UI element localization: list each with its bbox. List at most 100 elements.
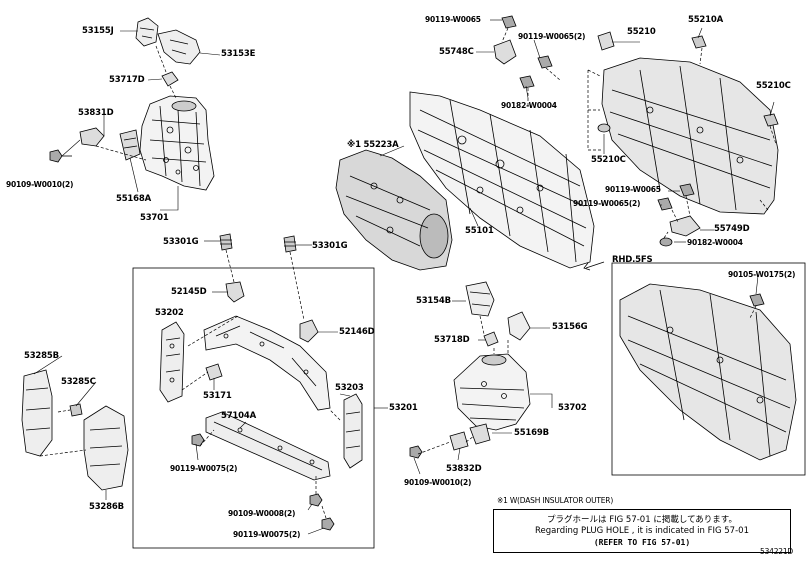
- part-label-90182-top: 90182-W0004: [501, 101, 557, 110]
- part-label-55101: 55101: [465, 226, 494, 236]
- part-label-90119-0065-top: 90119-W0065: [425, 15, 481, 24]
- part-label-55210: 55210: [627, 27, 656, 37]
- bracket-55169b: [469, 423, 491, 445]
- clip-55210c-bottom: [597, 123, 611, 133]
- note-line-english: Regarding PLUG HOLE , it is indicated in…: [535, 526, 749, 536]
- bracket-53832d: [449, 431, 469, 451]
- part-label-53701: 53701: [140, 213, 169, 223]
- part-label-55168a: 55168A: [116, 194, 151, 204]
- apron-53702: [453, 353, 531, 431]
- part-label-55210a: 55210A: [688, 15, 723, 25]
- part-label-53702: 53702: [558, 403, 587, 413]
- part-label-53285b: 53285B: [24, 351, 59, 361]
- bracket-53831d: [79, 127, 105, 147]
- nut-90105: [749, 293, 765, 307]
- nut-90119-0065-2-mid: [657, 197, 673, 211]
- bracket-55168a: [119, 129, 141, 161]
- bracket-52146d: [299, 319, 319, 343]
- part-label-90119-0075-b: 90119-W0075(2): [233, 530, 301, 539]
- clip-53718d: [483, 331, 499, 347]
- rhd-arrowhead: [583, 262, 591, 271]
- bracket-53171: [205, 363, 223, 381]
- panel-53285b: [21, 369, 53, 457]
- part-label-90109-right: 90109-W0010(2): [404, 478, 472, 487]
- part-label-55749d: 55749D: [714, 224, 750, 234]
- part-label-53285c: 53285C: [61, 377, 96, 387]
- bracket-53155j: [135, 17, 159, 47]
- bolt-90119-a: [191, 433, 205, 447]
- part-label-55210c-right: 55210C: [756, 81, 791, 91]
- part-label-53202: 53202: [155, 308, 184, 318]
- part-label-90119-0075-a: 90119-W0075(2): [170, 464, 238, 473]
- part-label-53153e: 53153E: [221, 49, 256, 59]
- part-label-53156g: 53156G: [552, 322, 588, 332]
- part-label-53154b: 53154B: [416, 296, 451, 306]
- bolt-90119-b: [321, 517, 335, 531]
- part-label-53203: 53203: [335, 383, 364, 393]
- nut-90182-mid: [659, 237, 673, 247]
- clip-53717d: [161, 71, 179, 87]
- insulator-55223a: [335, 149, 453, 271]
- part-label-53301g-b: 53301G: [312, 241, 348, 251]
- bolt-90109-0008: [309, 493, 323, 507]
- nut-90119-0065-top: [501, 15, 517, 29]
- part-label-53201: 53201: [389, 403, 418, 413]
- part-label-90105: 90105-W0175(2): [728, 270, 796, 279]
- part-label-90119-0065-2-mid: 90119-W0065(2): [573, 199, 641, 208]
- part-label-53832d: 53832D: [446, 464, 482, 474]
- part-label-55210c-bottom: 55210C: [591, 155, 626, 165]
- leader-lines: [33, 19, 775, 535]
- nut-90119-0065-mid: [679, 183, 695, 197]
- note-box: プラグホールは FIG 57-01 に掲載してあります。 Regarding P…: [493, 509, 791, 553]
- rhd-arrow: [585, 261, 605, 269]
- crossmember-57104a: [205, 411, 331, 481]
- apron-53701: [139, 95, 215, 191]
- rail-upper: [203, 315, 331, 411]
- part-label-90119-0065-mid: 90119-W0065: [605, 185, 661, 194]
- part-label-53301g-a: 53301G: [163, 237, 199, 247]
- part-label-55748c: 55748C: [439, 47, 474, 57]
- dashed-lines: [39, 27, 777, 519]
- part-label-rhd: RHD.5FS: [612, 255, 653, 265]
- figure-code: 534221D: [760, 547, 794, 556]
- support-53203: [343, 393, 363, 469]
- dash-panel-55101: [409, 91, 595, 269]
- clip-53301g-a: [219, 233, 233, 251]
- bracket-55210-top: [597, 31, 615, 51]
- part-label-90109-0008: 90109-W0008(2): [228, 509, 296, 518]
- bracket-53154b: [465, 281, 495, 317]
- panel-53286b: [83, 405, 129, 491]
- clip-55210a: [691, 35, 707, 49]
- bracket-53156g: [507, 311, 531, 341]
- part-label-90109-left: 90109-W0010(2): [6, 180, 74, 189]
- note-line-reference: (REFER TO FIG 57-01): [593, 538, 691, 547]
- rhd-box: [611, 262, 806, 476]
- clip-53285c: [69, 403, 83, 417]
- part-label-53286b: 53286B: [89, 502, 124, 512]
- support-53202: [159, 321, 185, 403]
- note-line-japanese: プラグホールは FIG 57-01 に掲載してあります。: [547, 515, 737, 525]
- bolt-90109-left: [49, 149, 72, 163]
- part-label-53171: 53171: [203, 391, 232, 401]
- clip-53301g-b: [283, 235, 297, 253]
- note-heading: ※1 W(DASH INSULATOR OUTER): [497, 496, 614, 505]
- part-label-53155j: 53155J: [82, 26, 114, 36]
- silencer-rhd: [619, 283, 797, 461]
- part-label-55169b: 55169B: [514, 428, 549, 438]
- bolt-90109-right: [409, 445, 423, 459]
- part-label-53831d: 53831D: [78, 108, 114, 118]
- part-label-52146d: 52146D: [339, 327, 375, 337]
- bracket-53153e: [157, 29, 201, 65]
- nut-90182-top: [519, 75, 535, 89]
- bracket-55748c: [493, 39, 517, 65]
- bracket-52145d: [225, 281, 245, 303]
- part-label-53717d: 53717D: [109, 75, 145, 85]
- part-label-90119-0065-2-top: 90119-W0065(2): [518, 32, 586, 41]
- part-label-90182-mid: 90182-W0004: [687, 238, 743, 247]
- part-label-55223a: ※1 55223A: [347, 140, 399, 150]
- bracket-55749d: [669, 215, 701, 237]
- silencer-55210: [601, 57, 779, 215]
- nut-90119-0065-2-top: [537, 55, 553, 69]
